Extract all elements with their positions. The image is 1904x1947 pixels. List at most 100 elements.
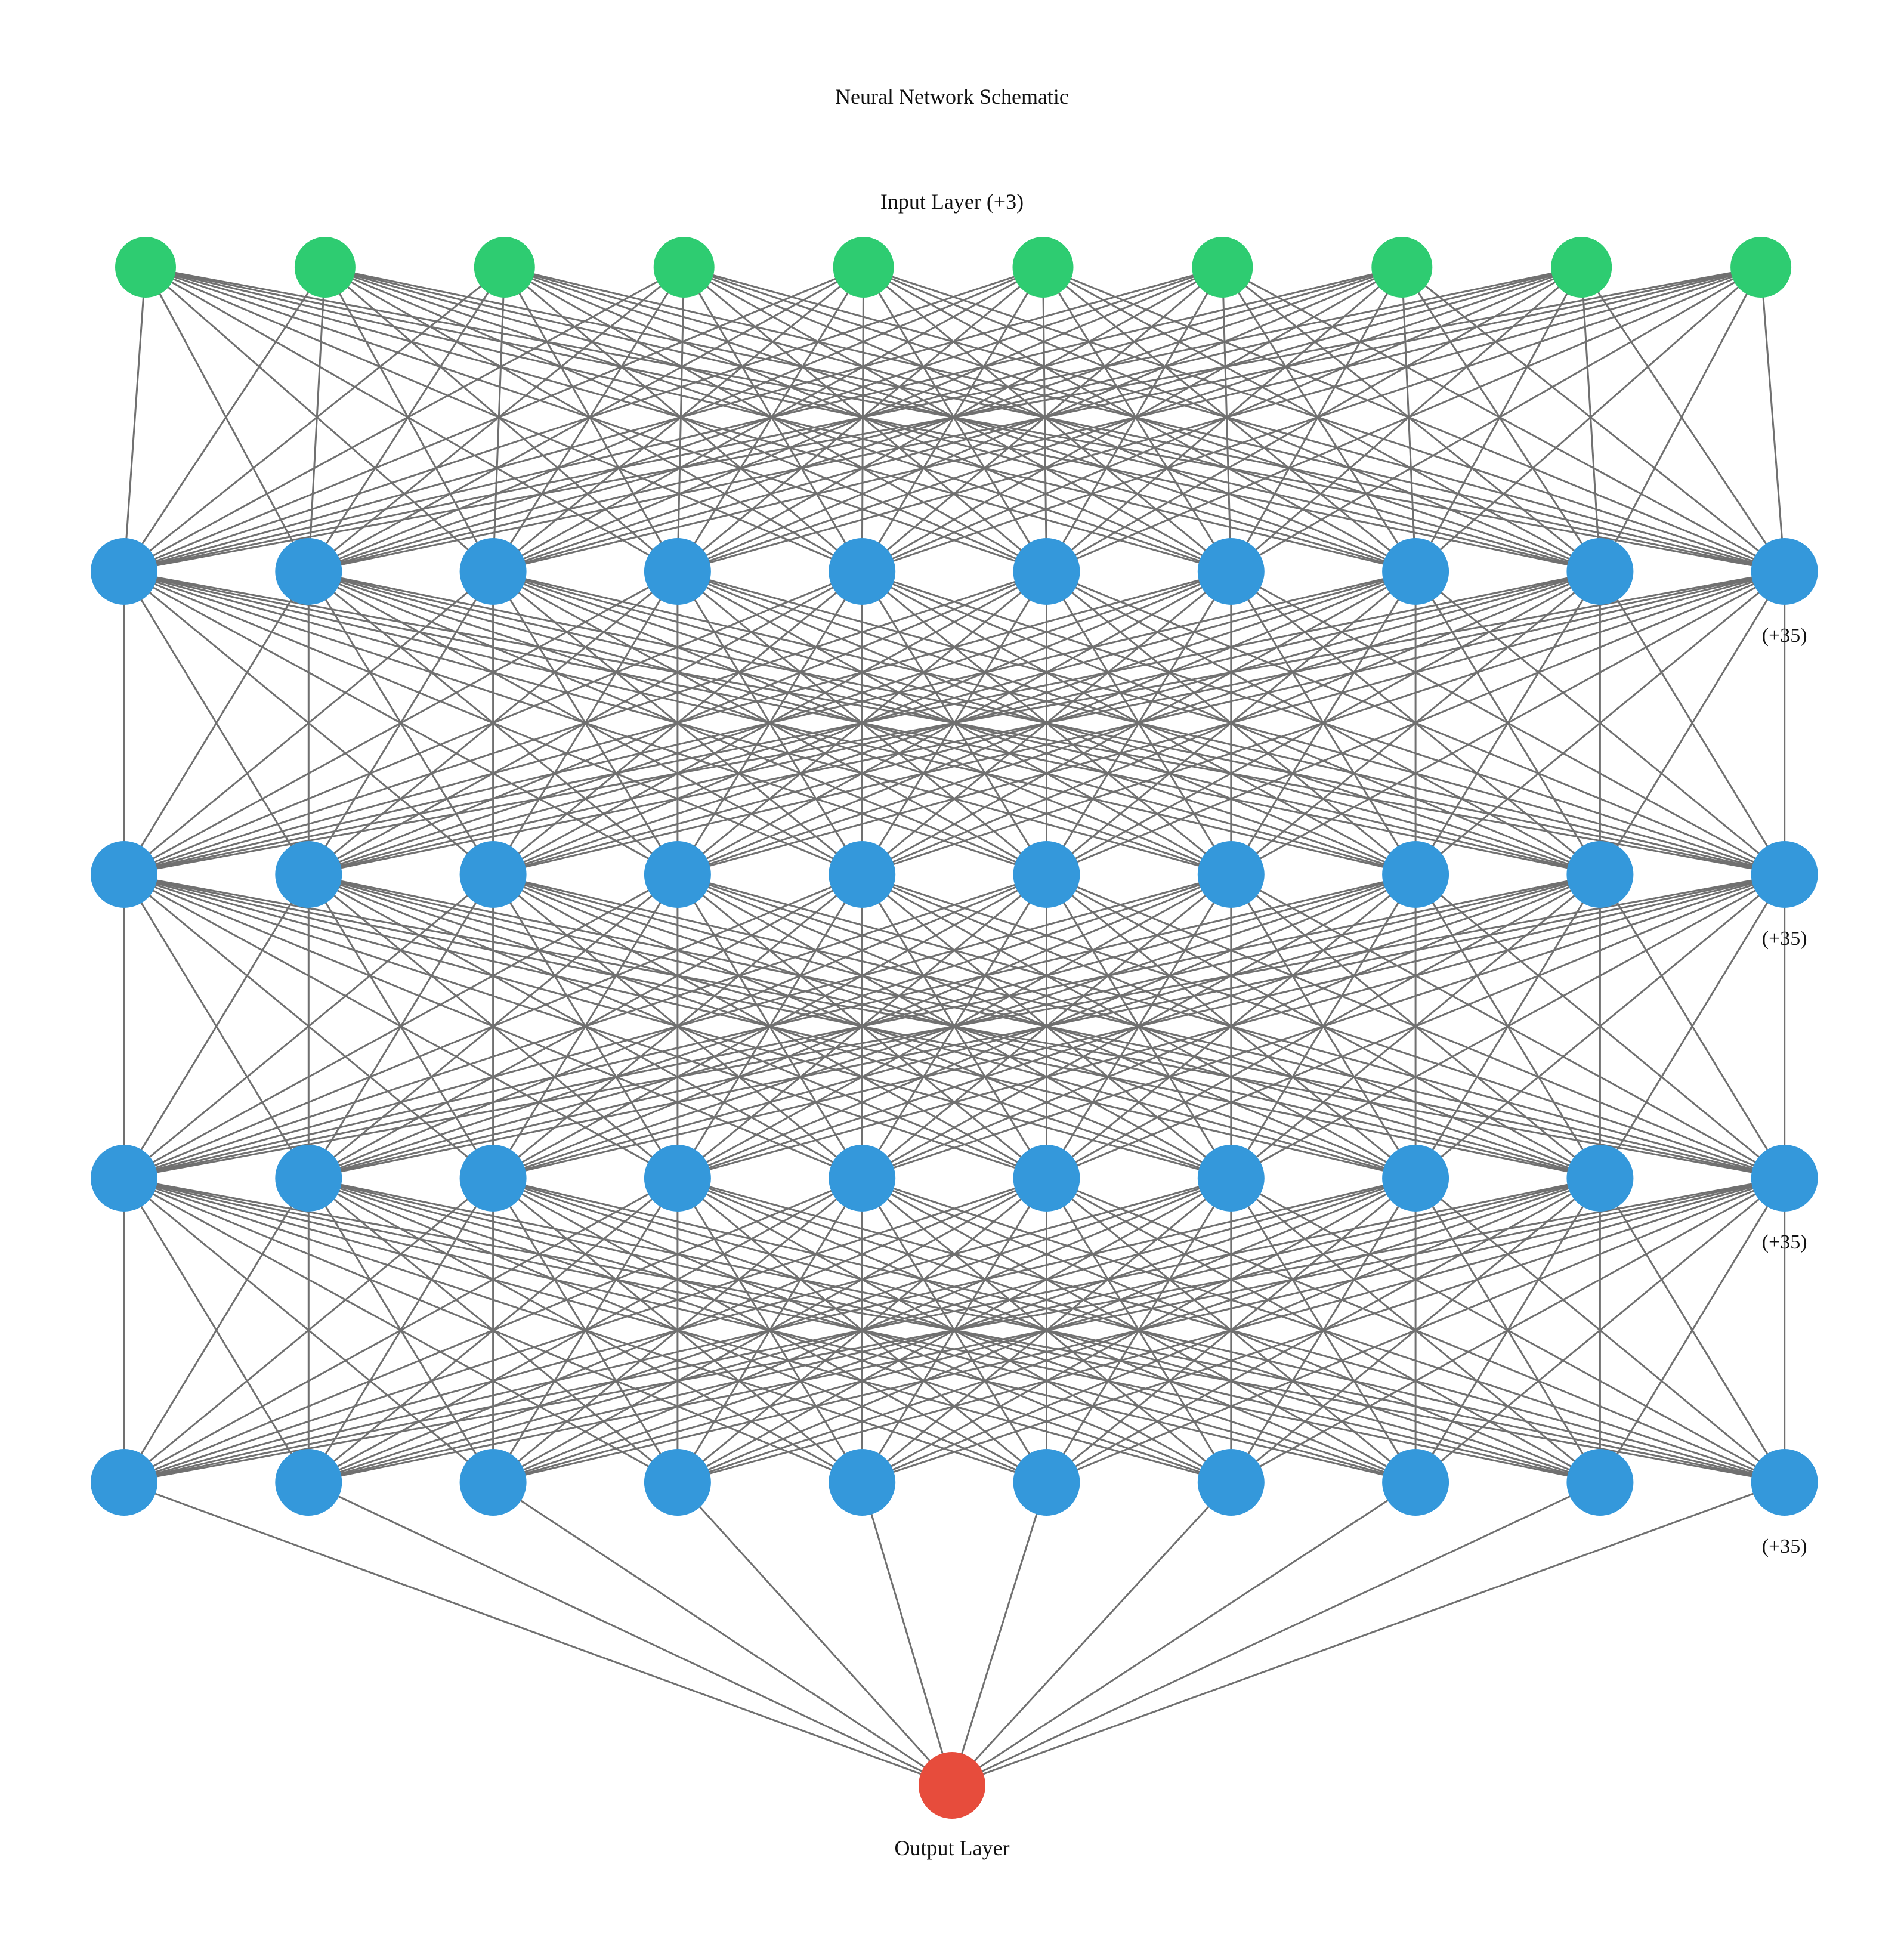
- connection-l0-n5-to-n7: [1042, 266, 1417, 573]
- connection-l3-n6-to-n0: [123, 1177, 1232, 1484]
- connection-l4-n6-to-n0: [951, 1481, 1232, 1787]
- connection-l0-n4-to-n7: [863, 266, 1417, 573]
- hidden-neuron-l4-n9: [1751, 1449, 1818, 1516]
- connection-l2-n7-to-n0: [123, 873, 1417, 1179]
- connection-l3-n9-to-n7: [1414, 1177, 1786, 1484]
- hidden-layer-1-count-label: (+35): [1762, 625, 1807, 647]
- connection-l0-n8-to-n8: [1580, 266, 1601, 573]
- hidden-neuron-l4-n3: [644, 1449, 711, 1516]
- hidden-neuron-l1-n5: [1013, 538, 1080, 605]
- input-neuron-l0-n0: [115, 237, 176, 298]
- connection-l0-n6-to-n7: [1221, 266, 1417, 573]
- hidden-neuron-l2-n5: [1013, 841, 1080, 908]
- hidden-neuron-l4-n8: [1566, 1449, 1634, 1516]
- input-neuron-l0-n5: [1012, 237, 1074, 298]
- connection-l1-n8-to-n0: [123, 570, 1601, 876]
- hidden-neuron-l1-n4: [829, 538, 896, 605]
- connection-l2-n9-to-n2: [492, 873, 1786, 1179]
- hidden-neuron-l2-n7: [1382, 841, 1449, 908]
- connection-l0-n3-to-n4: [683, 266, 863, 573]
- connection-l2-n6-to-n0: [123, 873, 1232, 1179]
- connection-l0-n1-to-n2: [324, 266, 494, 573]
- connection-l0-n1-to-n5: [324, 266, 1047, 573]
- labels: Neural Network Schematic Input Layer (+3…: [835, 85, 1807, 1860]
- connection-l0-n9-to-n9: [1760, 266, 1786, 573]
- connection-l2-n3-to-n0: [123, 873, 679, 1179]
- connection-l0-n2-to-n0: [123, 266, 506, 573]
- connection-l0-n7-to-n7: [1401, 266, 1417, 573]
- hidden-layer-2-count-label: (+35): [1762, 928, 1807, 950]
- connection-l0-n6-to-n5: [1046, 266, 1223, 573]
- hidden-neuron-l3-n1: [275, 1145, 342, 1212]
- connection-l0-n0-to-n6: [144, 266, 1232, 573]
- connection-l0-n9-to-n2: [492, 266, 1762, 573]
- hidden-neuron-l4-n5: [1013, 1449, 1080, 1516]
- connection-l1-n9-to-n4: [861, 570, 1786, 876]
- hidden-neuron-l2-n0: [91, 841, 157, 908]
- connection-l3-n1-to-n0: [123, 1177, 310, 1484]
- connection-l4-n1-to-n0: [307, 1481, 953, 1787]
- connection-l2-n9-to-n1: [307, 873, 1786, 1179]
- connection-l0-n5-to-n9: [1042, 266, 1786, 573]
- hidden-neuron-l2-n3: [644, 841, 711, 908]
- hidden-neuron-l3-n8: [1566, 1145, 1634, 1212]
- connection-l3-n2-to-n0: [123, 1177, 494, 1484]
- connection-l1-n9-to-n2: [492, 570, 1786, 876]
- connection-l3-n9-to-n4: [861, 1177, 1786, 1484]
- hidden-neuron-l3-n2: [459, 1145, 527, 1212]
- connection-l2-n9-to-n6: [1230, 873, 1786, 1179]
- connection-l0-n1-to-n6: [324, 266, 1232, 573]
- connection-l2-n9-to-n3: [676, 873, 1786, 1179]
- connection-l0-n1-to-n1: [307, 266, 326, 573]
- neurons: [91, 237, 1818, 1819]
- input-neuron-l0-n6: [1192, 237, 1253, 298]
- connection-l0-n5-to-n6: [1042, 266, 1232, 573]
- connection-l4-n0-to-n0: [123, 1481, 953, 1787]
- connection-l0-n1-to-n0: [123, 266, 326, 573]
- connection-l3-n9-to-n1: [307, 1177, 1786, 1484]
- connection-l4-n4-to-n0: [861, 1481, 953, 1787]
- connection-l0-n0-to-n4: [144, 266, 863, 573]
- connection-l2-n9-to-n7: [1414, 873, 1786, 1179]
- diagram-title: Neural Network Schematic: [835, 85, 1069, 109]
- connection-l0-n2-to-n5: [503, 266, 1047, 573]
- connection-l0-n6-to-n8: [1221, 266, 1601, 573]
- hidden-neuron-l1-n9: [1751, 538, 1818, 605]
- connection-l0-n4-to-n9: [863, 266, 1786, 573]
- connection-l1-n6-to-n0: [123, 570, 1232, 876]
- input-neuron-l0-n9: [1730, 237, 1792, 298]
- connection-l3-n9-to-n2: [492, 1177, 1786, 1484]
- connection-l0-n4-to-n6: [863, 266, 1232, 573]
- connection-l1-n7-to-n0: [123, 570, 1417, 876]
- connection-l3-n9-to-n5: [1046, 1177, 1786, 1484]
- connection-l0-n3-to-n9: [683, 266, 1786, 573]
- connection-l0-n4-to-n8: [863, 266, 1601, 573]
- hidden-neuron-l2-n2: [459, 841, 527, 908]
- connection-l3-n4-to-n0: [123, 1177, 863, 1484]
- hidden-neuron-l1-n3: [644, 538, 711, 605]
- connection-l2-n9-to-n5: [1046, 873, 1786, 1179]
- hidden-neuron-l1-n2: [459, 538, 527, 605]
- hidden-neuron-l2-n1: [275, 841, 342, 908]
- connection-l2-n9-to-n8: [1599, 873, 1786, 1179]
- hidden-neuron-l1-n6: [1197, 538, 1265, 605]
- connection-l1-n9-to-n1: [307, 570, 1786, 876]
- connection-l0-n9-to-n4: [861, 266, 1762, 573]
- connection-l0-n2-to-n6: [503, 266, 1232, 573]
- connection-l1-n4-to-n0: [123, 570, 863, 876]
- connection-l0-n3-to-n7: [683, 266, 1417, 573]
- hidden-neuron-l4-n2: [459, 1449, 527, 1516]
- connection-l1-n9-to-n5: [1046, 570, 1786, 876]
- hidden-neuron-l4-n0: [91, 1449, 157, 1516]
- connection-l3-n7-to-n0: [123, 1177, 1417, 1484]
- hidden-neuron-l4-n6: [1197, 1449, 1265, 1516]
- hidden-layer-4-count-label: (+35): [1762, 1535, 1807, 1557]
- hidden-neuron-l4-n4: [829, 1449, 896, 1516]
- connection-l0-n8-to-n7: [1414, 266, 1582, 573]
- connection-l0-n0-to-n0: [123, 266, 147, 573]
- connection-l0-n7-to-n0: [123, 266, 1403, 573]
- connection-l4-n8-to-n0: [951, 1481, 1601, 1787]
- input-neuron-l0-n3: [653, 237, 715, 298]
- connection-l0-n5-to-n3: [676, 266, 1044, 573]
